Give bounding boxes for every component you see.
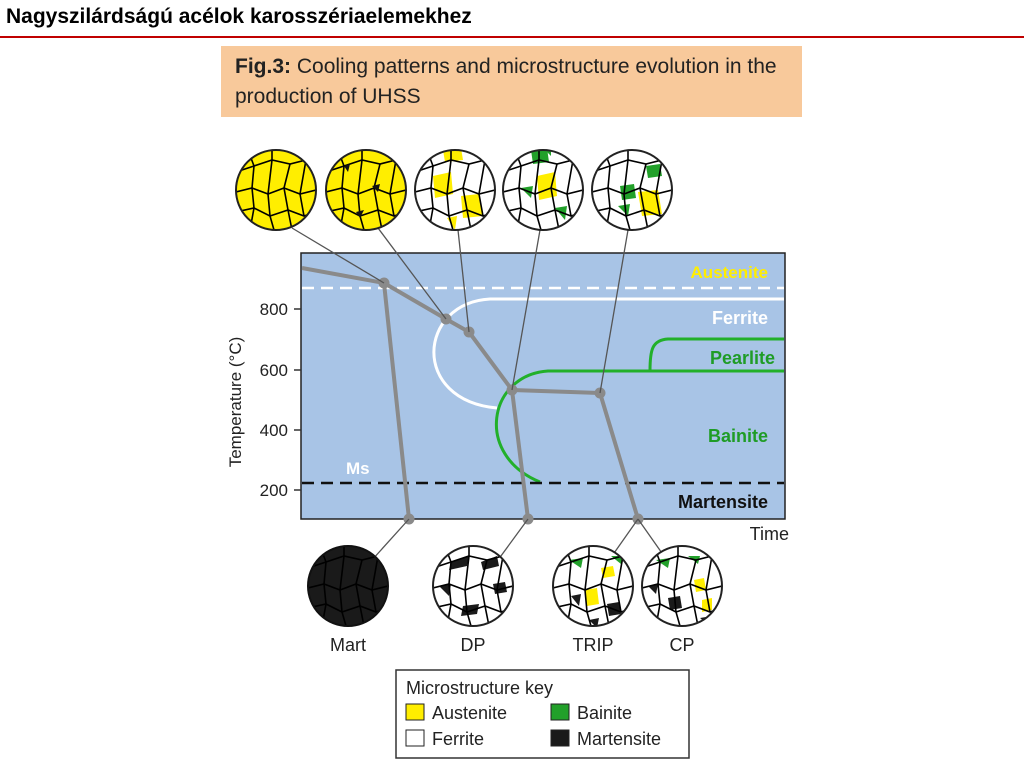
y-tick-400: 400: [260, 421, 288, 440]
y-tick-600: 600: [260, 361, 288, 380]
ferrite-curve: [432, 297, 784, 410]
y-tick-200: 200: [260, 481, 288, 500]
pearlite-curve: [648, 337, 784, 372]
label-dp: DP: [460, 635, 485, 655]
micro-circle-trip: [552, 545, 634, 627]
legend-swatch-ferrite: [405, 729, 425, 747]
figure-caption-text: Cooling patterns and microstructure evol…: [235, 55, 777, 108]
micro-circle-ferrite-bainite: [502, 149, 584, 231]
bainite-region-label: Bainite: [708, 426, 768, 446]
leader-lines: [291, 227, 665, 561]
figure-caption-label: Fig.3:: [235, 55, 291, 78]
microstructure-key: Microstructure key Austenite Bainite Fer…: [395, 669, 690, 759]
micro-circle-austenite-nucleation: [325, 149, 407, 231]
label-mart: Mart: [330, 635, 366, 655]
legend-swatch-austenite: [405, 703, 425, 721]
legend-label-bainite: Bainite: [577, 703, 632, 723]
legend-label-ferrite: Ferrite: [432, 729, 484, 749]
y-tick-800: 800: [260, 300, 288, 319]
label-cp: CP: [669, 635, 694, 655]
legend-title: Microstructure key: [406, 678, 553, 698]
ms-label: Ms: [346, 459, 370, 478]
micro-circle-ferrite-austenite: [414, 149, 496, 231]
micro-circle-dual-phase: [432, 545, 514, 627]
pearlite-region-label: Pearlite: [710, 348, 775, 368]
micro-circle-austenite: [235, 149, 317, 231]
y-axis-ticks: [294, 308, 301, 491]
title-rule: [0, 36, 1024, 38]
figure-caption: Fig.3: Cooling patterns and microstructu…: [221, 46, 802, 117]
ferrite-region-label: Ferrite: [712, 308, 768, 328]
y-axis-label: Temperature (°C): [226, 337, 245, 468]
micro-circle-ferrite-bainite-austenite: [591, 149, 673, 231]
bainite-curve: [494, 369, 784, 484]
martensite-region-label: Martensite: [678, 492, 768, 512]
legend-label-austenite: Austenite: [432, 703, 507, 723]
austenite-region-label: Austenite: [691, 263, 768, 282]
legend-label-martensite: Martensite: [577, 729, 661, 749]
plot-area: [300, 252, 786, 520]
legend-swatch-martensite: [550, 729, 570, 747]
micro-circle-complex-phase: [641, 545, 723, 627]
slide-title: Nagyszilárdságú acélok karosszériaelemek…: [6, 5, 472, 28]
label-trip: TRIP: [572, 635, 613, 655]
legend-swatch-bainite: [550, 703, 570, 721]
x-axis-label: Time: [750, 524, 789, 544]
micro-circle-martensitic: [307, 545, 389, 627]
